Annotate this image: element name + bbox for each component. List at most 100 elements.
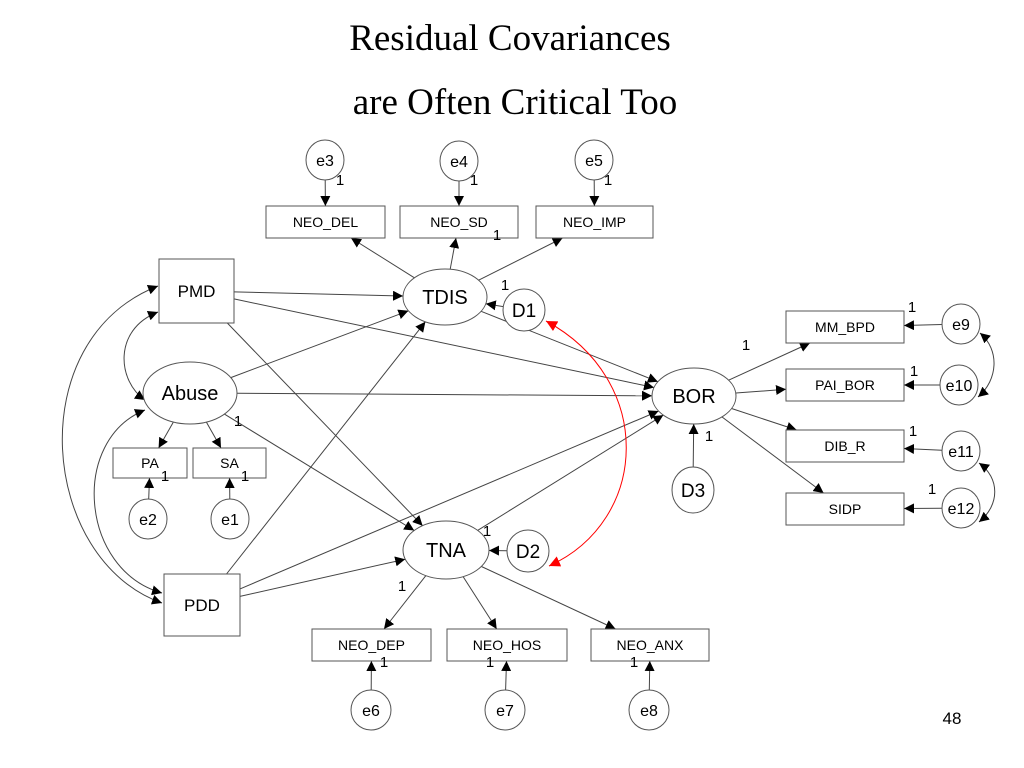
path-bor-to-pai-bor: [735, 385, 787, 396]
node-d3: D3: [671, 466, 715, 514]
latent-variable-ellipse: [142, 361, 238, 425]
path-bor-to-dib-r: [731, 408, 797, 432]
cov-pmd-abuse: [123, 310, 159, 401]
tdis-label: TDIS: [422, 287, 468, 309]
node-e1: e1: [210, 498, 250, 540]
error-term-circle: [210, 498, 250, 540]
e8-label: e8: [640, 703, 658, 720]
path-pdd-to-tna: [239, 556, 406, 597]
fixed-coefficient-label: 1: [909, 423, 917, 440]
paths-layer: [61, 179, 996, 691]
path-abuse-to-tna: [224, 413, 415, 531]
node-e4: e4: [439, 140, 479, 182]
error-term-circle: [128, 498, 168, 540]
fixed-coefficient-label: 1: [604, 172, 612, 189]
observed-variable-box: [785, 368, 905, 402]
node-neo-del: NEO_DEL: [265, 205, 386, 239]
e4-label: e4: [450, 154, 468, 171]
error-term-circle: [574, 139, 614, 181]
node-mm-bpd: MM_BPD: [785, 310, 905, 344]
observed-variable-box: [311, 628, 432, 662]
neo-del-label: NEO_DEL: [293, 214, 359, 230]
node-neo-dep: NEO_DEP: [311, 628, 432, 662]
fixed-coefficient-label: 1: [161, 468, 169, 485]
fixed-coefficient-label: 1: [380, 654, 388, 671]
e9-label: e9: [952, 317, 970, 334]
node-tdis: TDIS: [402, 268, 488, 326]
node-neo-hos: NEO_HOS: [446, 628, 568, 662]
path-tna-to-neo-dep: [383, 575, 427, 630]
path-tdis-to-neo-del: [350, 237, 415, 279]
error-term-circle: [305, 139, 345, 181]
neo-sd-label: NEO_SD: [430, 214, 488, 230]
sa-label: SA: [220, 455, 239, 471]
node-e10: e10: [939, 364, 979, 406]
node-d1: D1: [502, 288, 546, 332]
d1-label: D1: [512, 301, 536, 322]
path-abuse-to-pa: [158, 421, 174, 449]
e12-label: e12: [948, 501, 975, 518]
path-pdd-to-tdis: [226, 321, 426, 575]
slide-title-line-1: Residual Covariances: [349, 18, 671, 59]
error-term-circle: [628, 689, 670, 731]
path-pmd-to-tna: [226, 322, 423, 527]
observed-variable-box: [192, 447, 267, 479]
pai-bor-label: PAI_BOR: [815, 377, 875, 393]
path-pmd-to-bor: [233, 298, 655, 391]
e10-label: e10: [946, 378, 973, 395]
fixed-coefficient-label: 1: [928, 481, 936, 498]
error-term-circle: [350, 689, 392, 731]
fixed-coefficient-label: 1: [705, 428, 713, 445]
error-term-circle: [439, 140, 479, 182]
path-tdis-to-neo-imp: [478, 237, 563, 281]
path-tna-to-bor: [477, 414, 664, 531]
bor-label: BOR: [672, 386, 715, 408]
node-pa: PA: [112, 447, 188, 479]
path-abuse-to-tdis: [230, 309, 409, 379]
error-term-circle: [671, 466, 715, 514]
path-e11-to-dib-r: [903, 443, 943, 454]
sidp-label: SIDP: [829, 501, 862, 517]
observed-variable-box: [446, 628, 568, 662]
abuse-label: Abuse: [162, 383, 219, 405]
cov-d1-d2: [545, 320, 627, 567]
fixed-coefficient-label: 1: [336, 172, 344, 189]
path-e9-to-mm-bpd: [903, 320, 943, 331]
node-dib-r: DIB_R: [785, 429, 905, 463]
cov-abuse-pdd: [93, 409, 163, 596]
fixed-coefficient-label: 1: [398, 578, 406, 595]
observed-variable-box: [265, 205, 386, 239]
path-tna-to-neo-anx: [481, 566, 616, 630]
observed-variable-box: [785, 492, 905, 526]
observed-variable-box: [163, 573, 241, 637]
e3-label: e3: [316, 153, 334, 170]
path-e8-to-neo-anx: [644, 660, 655, 691]
fixed-coefficient-label: 1: [493, 227, 501, 244]
error-term-circle: [502, 288, 546, 332]
e1-label: e1: [221, 512, 239, 529]
error-term-circle: [484, 689, 526, 731]
observed-variable-box: [535, 205, 654, 239]
cov-e11-e12: [978, 462, 996, 523]
node-e3: e3: [305, 139, 345, 181]
path-d1-to-tdis: [485, 300, 504, 311]
error-term-circle: [941, 430, 981, 472]
path-tna-to-neo-hos: [462, 576, 498, 630]
fixed-coefficient-label: 1: [910, 363, 918, 380]
node-e6: e6: [350, 689, 392, 731]
path-e7-to-neo-hos: [501, 660, 512, 691]
pa-label: PA: [141, 455, 159, 471]
error-term-circle: [506, 529, 550, 573]
latent-variable-ellipse: [651, 367, 737, 425]
node-sidp: SIDP: [785, 492, 905, 526]
node-pai-bor: PAI_BOR: [785, 368, 905, 402]
neo-anx-label: NEO_ANX: [617, 637, 685, 653]
error-term-circle: [939, 364, 979, 406]
fixed-coefficient-label: 1: [234, 413, 242, 430]
e7-label: e7: [496, 703, 514, 720]
fixed-coefficient-label: 1: [630, 654, 638, 671]
node-d2: D2: [506, 529, 550, 573]
d2-label: D2: [516, 542, 540, 563]
path-pdd-to-bor: [239, 410, 659, 590]
